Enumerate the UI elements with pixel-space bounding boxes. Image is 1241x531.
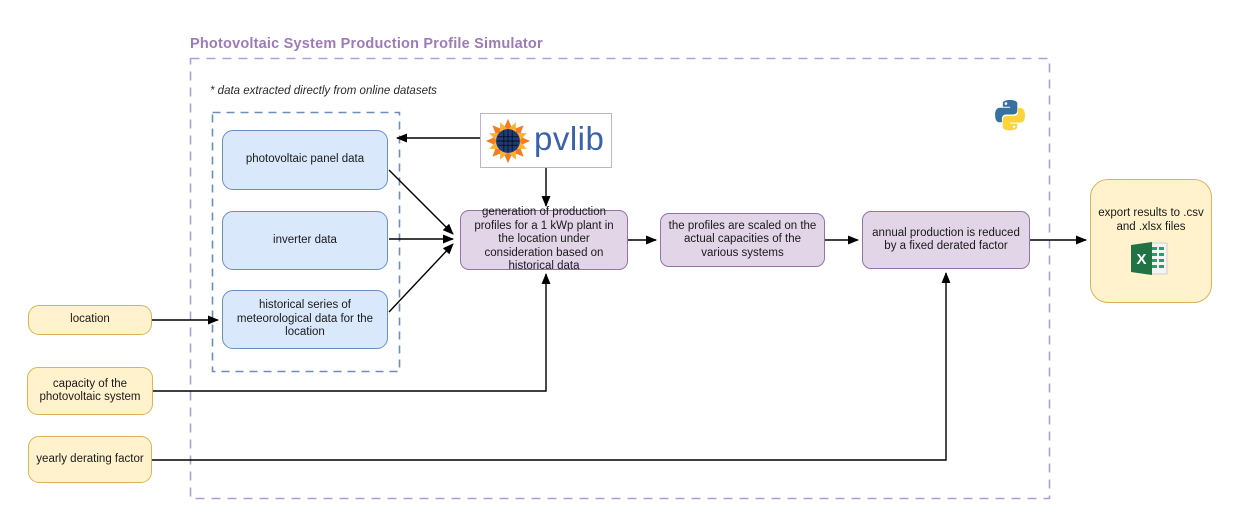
node-label: generation of production profiles for a …: [474, 206, 614, 273]
excel-icon: X: [1131, 242, 1168, 275]
node-label: yearly derating factor: [36, 452, 144, 465]
node-profiles-scaling: the profiles are scaled on the actual ca…: [660, 213, 825, 267]
svg-text:X: X: [1136, 251, 1146, 268]
pvlib-logo-box: pvlib: [480, 113, 612, 168]
node-historical-meteo-data: historical series of meteorological data…: [222, 290, 388, 349]
node-label: the profiles are scaled on the actual ca…: [668, 219, 817, 259]
online-datasets-frame: [211, 111, 401, 373]
node-label: annual production is reduced by a fixed …: [872, 226, 1020, 253]
node-label: inverter data: [273, 233, 337, 246]
arrow-panel-to-generation: [388, 169, 454, 235]
arrow-historical-to-generation: [388, 243, 454, 313]
node-generation-profiles: generation of production profiles for a …: [460, 206, 628, 272]
simulator-frame: [189, 57, 1051, 500]
node-inverter-data: inverter data: [222, 211, 388, 270]
node-capacity-input: capacity of the photovoltaic system: [27, 367, 153, 415]
node-label: photovoltaic panel data: [245, 153, 365, 166]
node-annual-derate: annual production is reduced by a fixed …: [862, 211, 1030, 269]
node-label: capacity of the photovoltaic system: [39, 377, 141, 404]
datasets-note: * data extracted directly from online da…: [210, 85, 437, 97]
node-label: location: [70, 313, 110, 326]
arrow-derating-to-derate: [152, 272, 951, 461]
diagram-title: Photovoltaic System Production Profile S…: [190, 36, 543, 52]
arrow-capacity-to-generation: [153, 273, 551, 392]
pvlib-sun-icon: [485, 118, 531, 163]
node-photovoltaic-panel-data: photovoltaic panel data: [222, 130, 388, 190]
node-derating-input: yearly derating factor: [28, 436, 152, 483]
node-location-input: location: [28, 305, 152, 335]
node-export-results: export results to .csv and .xlsx files X: [1090, 179, 1212, 303]
python-logo-icon: [995, 99, 1025, 131]
node-label: historical series of meteorological data…: [236, 299, 374, 339]
node-label: export results to .csv and .xlsx files: [1098, 207, 1204, 233]
pvlib-wordmark: pvlib: [534, 119, 605, 157]
